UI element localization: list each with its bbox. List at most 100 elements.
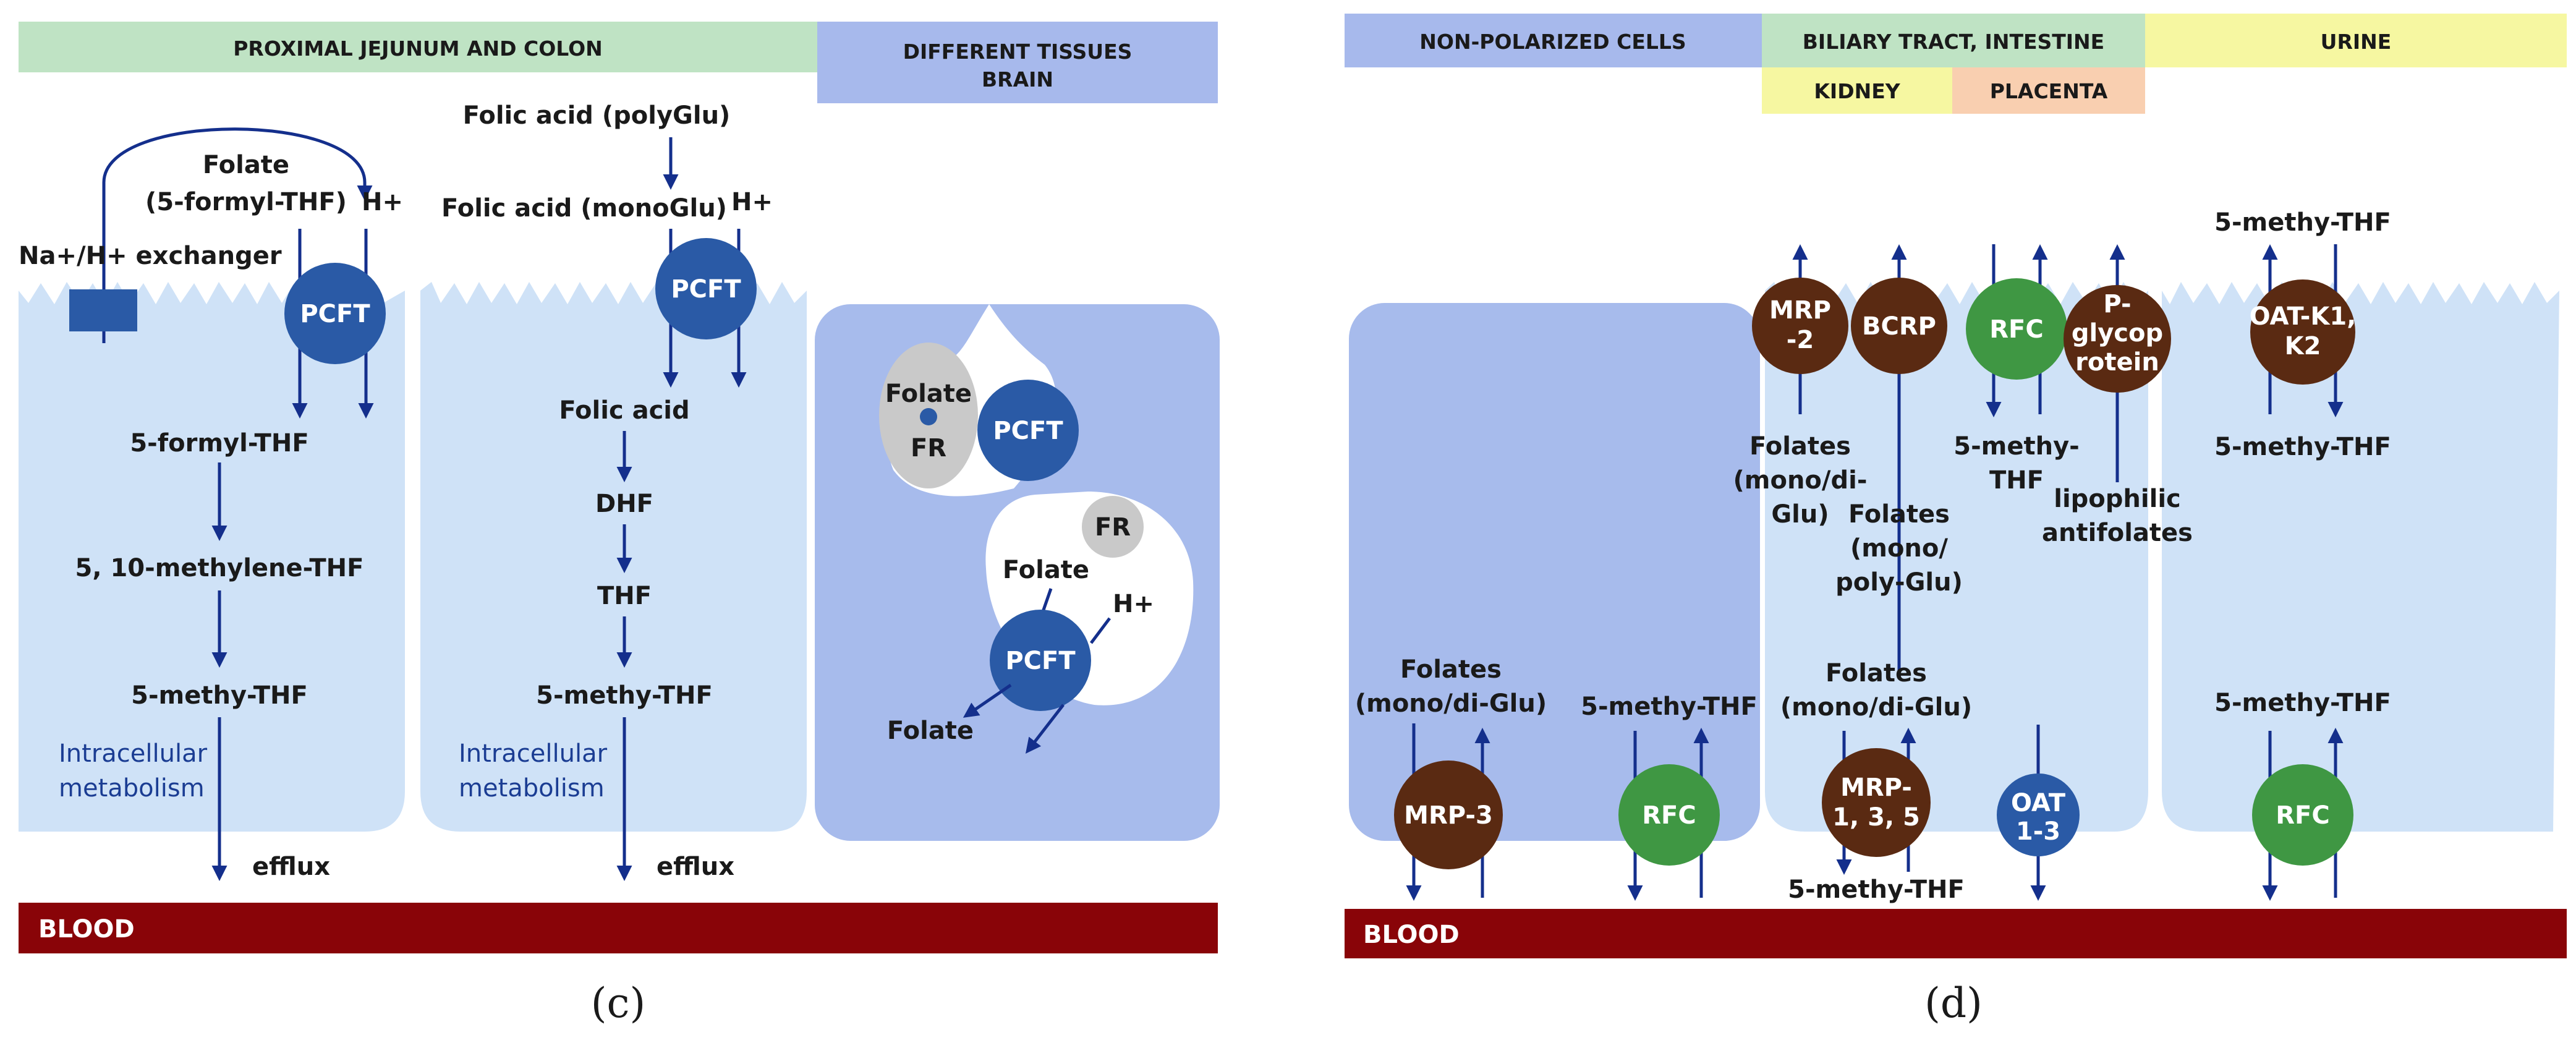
oatk-label-2: K2 [2285, 332, 2321, 360]
mrp3-label: MRP-3 [1404, 801, 1493, 830]
rfc-left-label: RFC [1642, 801, 1696, 830]
mrp2-label-1: MRP [1769, 296, 1831, 325]
header-tissues-line1: DIFFERENT TISSUES [903, 40, 1133, 64]
mrp3-transporter [1394, 760, 1503, 869]
rfc-right-transporter [2252, 764, 2353, 866]
folate-label: Folate [203, 151, 289, 179]
polarized-cell-kidney [2162, 282, 2559, 832]
header-kidney-bar [1762, 67, 1952, 114]
enterocyte-cell-2 [420, 282, 807, 832]
oat13-transporter [1997, 773, 2080, 856]
header-placenta: PLACENTA [1990, 79, 2108, 103]
rfc-left-substrate: 5-methy-THF [1581, 692, 1758, 721]
bound-folate-dot [920, 408, 937, 425]
panel-d-label: (d) [1924, 979, 1983, 1027]
pcft-transporter-3 [977, 380, 1079, 481]
pcft-label-2: PCFT [671, 275, 741, 304]
bcrp-label: BCRP [1862, 312, 1936, 341]
folate-sub-label: (5-formyl-THF) [145, 188, 347, 216]
pgp-substrate-1: lipophilic [2054, 485, 2181, 513]
pgp-label-3: rotein [2075, 348, 2159, 377]
proton-release-arrow [1025, 704, 1065, 754]
panel-c-label: (c) [591, 979, 645, 1027]
metabolite-methylene-thf: 5, 10-methylene-THF [75, 554, 364, 582]
proton-to-pcft-line [1090, 617, 1111, 644]
h-plus-label: H+ [362, 188, 403, 216]
header-tissues-line2: BRAIN [982, 67, 1053, 92]
pcft-transporter-2 [655, 238, 757, 339]
header-urine: URINE [2321, 30, 2392, 54]
rfc-apical-label: RFC [1989, 315, 2043, 344]
enterocyte-cell-1 [19, 281, 405, 832]
header-nonpolar: NON-POLARIZED CELLS [1419, 30, 1686, 54]
bcrp-substrate-1: Folates [1848, 500, 1950, 529]
polarized-cell-biliary [1765, 282, 2148, 832]
pcft-label-3: PCFT [993, 417, 1063, 445]
intracellular-label-1: Intracellular [59, 739, 208, 768]
rfc-substrate-1: 5-methy- [1953, 432, 2080, 461]
pcft-transporter-4 [990, 610, 1091, 711]
oat-k-transporter [2250, 279, 2355, 385]
header-jejunum-colon: PROXIMAL JEJUNUM AND COLON [233, 36, 603, 61]
header-placenta-bar [1952, 67, 2145, 114]
blood-label-c: BLOOD [38, 915, 135, 944]
metabolite-thf: THF [597, 582, 652, 610]
pcft-label-1: PCFT [300, 300, 370, 328]
pgp-label-2: glycop [2072, 319, 2163, 347]
folate-label-mid: Folate [1003, 556, 1089, 584]
fr-label-top: FR [911, 434, 946, 462]
mrp135-label-2: 1, 3, 5 [1832, 803, 1920, 832]
header-tissues-bar [817, 22, 1218, 103]
metabolism-label-2: metabolism [459, 774, 605, 803]
folic-acid-polyglu: Folic acid (polyGlu) [463, 101, 731, 130]
mrp135-label-1: MRP- [1840, 773, 1912, 802]
mrp2-label-2: -2 [1787, 326, 1814, 354]
rfc-right-label: RFC [2276, 801, 2329, 830]
mrp135-transporter [1822, 748, 1931, 857]
oatk-substrate-top: 5-methy-THF [2214, 208, 2391, 237]
bcrp-transporter [1851, 278, 1947, 374]
mrp135-substrate-1: Folates [1826, 659, 1927, 688]
header-jejunum-colon-bar [19, 22, 817, 72]
rfc-right-substrate: 5-methy-THF [2214, 689, 2391, 717]
mrp3-substrate-2: (mono/di-Glu) [1355, 689, 1547, 718]
mrp2-transporter [1752, 278, 1848, 374]
pgp-label-1: P- [2103, 290, 2131, 318]
oat13-label-1: OAT [2011, 789, 2066, 817]
metabolite-folic-acid: Folic acid [559, 396, 689, 425]
blood-bar-d [1345, 909, 2567, 958]
folate-receptor-bottom [1082, 496, 1144, 558]
mrp135-substrate-2: (mono/di-Glu) [1780, 693, 1972, 722]
header-kidney: KIDNEY [1814, 79, 1900, 103]
folate-release-arrow [963, 683, 1012, 718]
folate-label-out: Folate [887, 717, 974, 745]
fr-label-bottom: FR [1095, 513, 1131, 542]
non-polarized-cell [1349, 303, 1760, 841]
metabolite-methy-thf-2: 5-methy-THF [536, 681, 713, 710]
bcrp-substrate-3: poly-Glu) [1835, 568, 1963, 597]
blood-bar-c [19, 903, 1218, 953]
oat13-label-2: 1-3 [2016, 817, 2060, 846]
metabolite-5-formyl-thf: 5-formyl-THF [130, 429, 308, 458]
blood-label-d: BLOOD [1363, 921, 1460, 949]
mrp135-substrate-bottom: 5-methy-THF [1788, 875, 1965, 904]
rfc-substrate-2: THF [1989, 466, 2044, 495]
header-urine-bar [2145, 14, 2567, 67]
mrp2-substrate-1: Folates [1749, 432, 1851, 461]
header-nonpolar-bar [1345, 14, 1762, 67]
mrp3-substrate-1: Folates [1400, 655, 1502, 684]
metabolism-label-1: metabolism [59, 774, 205, 803]
mrp2-substrate-3: Glu) [1771, 500, 1829, 529]
exchanger-label: Na+/H+ exchanger [19, 242, 282, 270]
pcft-label-4: PCFT [1005, 647, 1076, 675]
pgp-substrate-2: antifolates [2042, 519, 2193, 547]
na-h-exchanger [69, 289, 137, 331]
oatk-substrate-bottom: 5-methy-THF [2214, 433, 2391, 461]
pcft-transporter-1 [284, 263, 386, 364]
efflux-label-2: efflux [657, 853, 734, 881]
header-biliary: BILIARY TRACT, INTESTINE [1803, 30, 2104, 54]
metabolite-dhf: DHF [595, 490, 653, 518]
h-plus-label-2: H+ [731, 188, 773, 216]
folic-acid-monoglu: Folic acid (monoGlu) [441, 194, 727, 223]
